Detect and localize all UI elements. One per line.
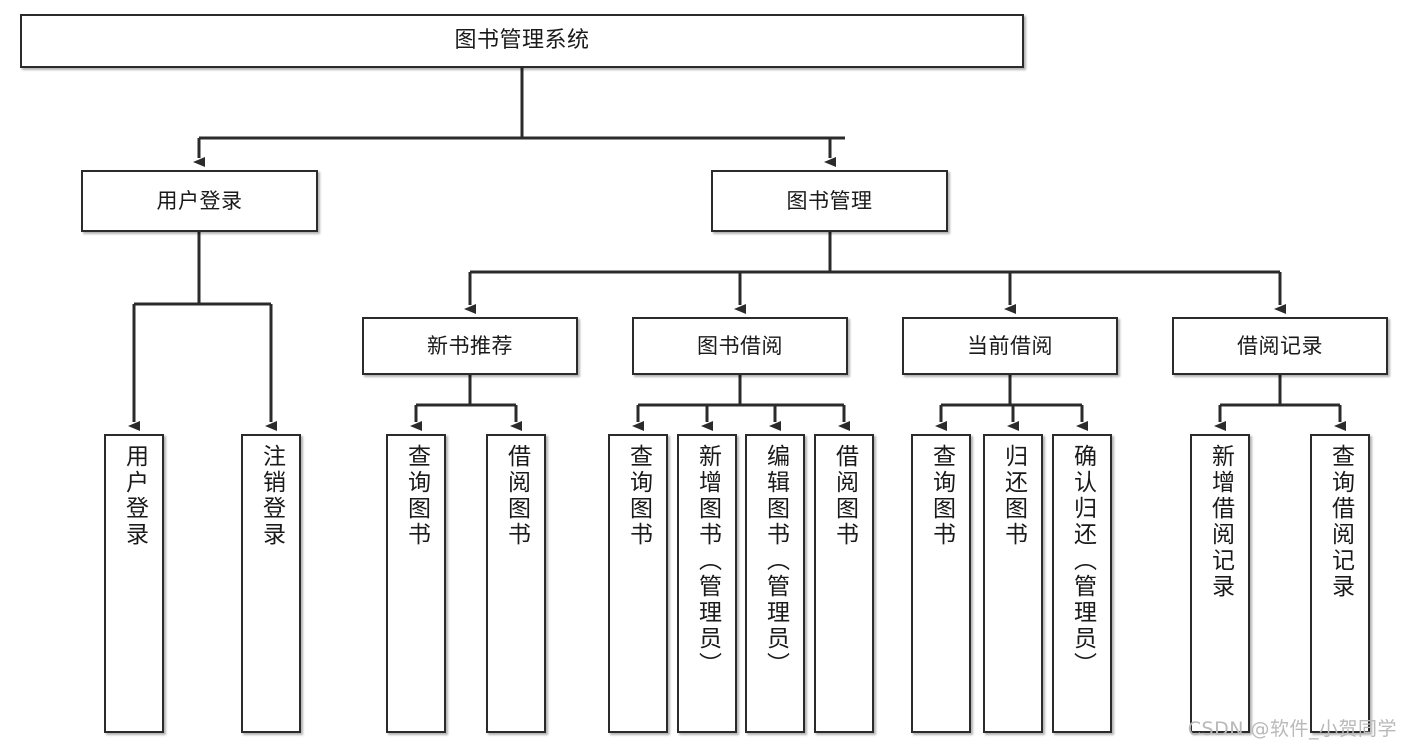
node-root-label: 图书管理系统 xyxy=(454,28,590,54)
node-leaf-add-record-label: 新增借阅记录 xyxy=(1207,444,1234,600)
node-leaf-query-book-2[interactable]: 查询图书 xyxy=(608,434,668,733)
node-leaf-borrow-book-1[interactable]: 借阅图书 xyxy=(486,434,546,733)
node-new-book-recommend[interactable]: 新书推荐 xyxy=(362,317,578,375)
node-leaf-return-book[interactable]: 归还图书 xyxy=(983,434,1043,733)
node-current-borrow-label: 当前借阅 xyxy=(967,333,1053,358)
edges-group xyxy=(128,68,1346,431)
node-leaf-query-book-3-label: 查询图书 xyxy=(928,444,955,548)
node-leaf-add-book-label: 新增图书（管理员） xyxy=(694,444,721,678)
node-leaf-add-record[interactable]: 新增借阅记录 xyxy=(1190,434,1250,733)
node-user-login[interactable]: 用户登录 xyxy=(81,170,318,232)
node-book-manage[interactable]: 图书管理 xyxy=(711,170,948,232)
node-leaf-edit-book-label: 编辑图书（管理员） xyxy=(762,444,789,678)
node-leaf-logout-label: 注销登录 xyxy=(258,444,285,548)
node-root[interactable]: 图书管理系统 xyxy=(20,14,1024,68)
node-book-borrow[interactable]: 图书借阅 xyxy=(632,317,848,375)
node-borrow-record[interactable]: 借阅记录 xyxy=(1172,317,1388,375)
node-leaf-borrow-book-1-label: 借阅图书 xyxy=(503,444,530,548)
node-leaf-query-book-1[interactable]: 查询图书 xyxy=(386,434,446,733)
node-user-login-label: 用户登录 xyxy=(156,188,243,213)
node-leaf-query-book-1-label: 查询图书 xyxy=(403,444,430,548)
node-current-borrow[interactable]: 当前借阅 xyxy=(902,317,1118,375)
node-leaf-confirm-return-label: 确认归还（管理员） xyxy=(1069,444,1096,678)
node-leaf-logout[interactable]: 注销登录 xyxy=(241,434,301,733)
node-leaf-query-record-label: 查询借阅记录 xyxy=(1327,444,1354,600)
node-leaf-query-book-3[interactable]: 查询图书 xyxy=(911,434,971,733)
node-leaf-query-record[interactable]: 查询借阅记录 xyxy=(1310,434,1370,733)
node-leaf-borrow-book-2-label: 借阅图书 xyxy=(831,444,858,548)
watermark-text: CSDN @软件_小贺同学 xyxy=(1187,718,1397,740)
node-leaf-query-book-2-label: 查询图书 xyxy=(625,444,652,548)
node-leaf-add-book[interactable]: 新增图书（管理员） xyxy=(677,434,737,733)
node-new-book-recommend-label: 新书推荐 xyxy=(427,333,513,358)
node-leaf-edit-book[interactable]: 编辑图书（管理员） xyxy=(745,434,805,733)
node-book-borrow-label: 图书借阅 xyxy=(697,333,783,358)
node-leaf-borrow-book-2[interactable]: 借阅图书 xyxy=(814,434,874,733)
node-book-manage-label: 图书管理 xyxy=(786,188,873,213)
node-leaf-confirm-return[interactable]: 确认归还（管理员） xyxy=(1052,434,1112,733)
node-leaf-user-login-label: 用户登录 xyxy=(121,444,148,548)
node-leaf-user-login[interactable]: 用户登录 xyxy=(104,434,164,733)
node-leaf-return-book-label: 归还图书 xyxy=(1000,444,1027,548)
node-borrow-record-label: 借阅记录 xyxy=(1237,333,1323,358)
